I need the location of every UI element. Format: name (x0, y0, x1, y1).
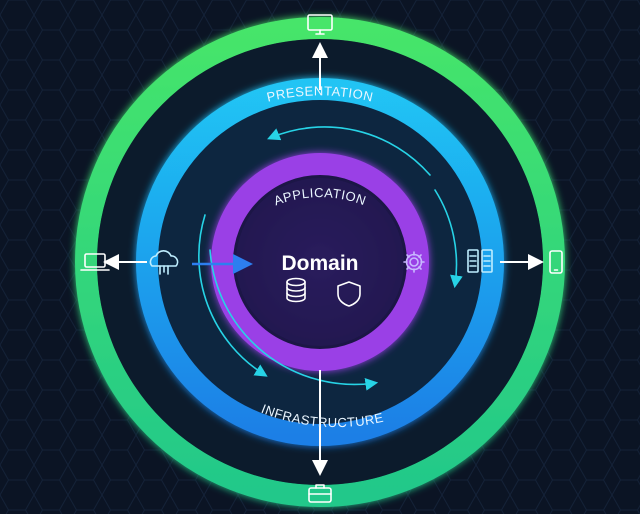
presentation-label: PRESENTATION (265, 83, 375, 104)
shield-icon (337, 281, 361, 307)
core-fill (236, 178, 404, 346)
mobile-icon (549, 250, 563, 274)
right-flow-arrow (434, 189, 463, 289)
bottom-flow-arrow (209, 249, 379, 391)
cloud-icon (149, 250, 179, 275)
gear-icon (403, 251, 425, 273)
database-icon (286, 277, 306, 303)
briefcase-icon (308, 484, 332, 503)
laptop-icon (80, 253, 110, 271)
application-label: APPLICATION (272, 185, 369, 208)
servers-icon (467, 249, 493, 273)
monitor-icon (307, 14, 333, 35)
domain-label: Domain (281, 252, 358, 275)
left-flow-arrow (198, 214, 268, 377)
outer-ring (75, 17, 565, 507)
top-flow-arrow (267, 126, 431, 176)
